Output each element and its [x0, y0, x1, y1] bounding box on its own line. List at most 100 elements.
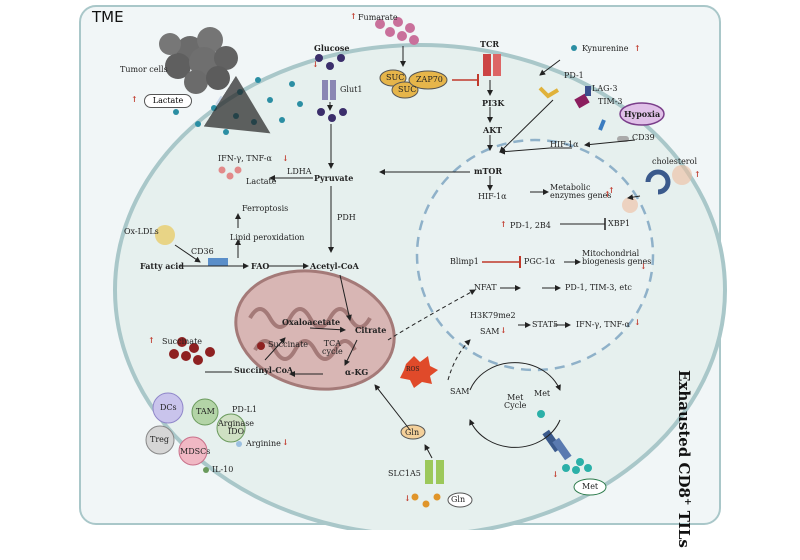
met-dots — [562, 458, 592, 474]
mtor-label: mTOR — [474, 166, 503, 176]
glucose-down-arrow: ↓ — [312, 59, 319, 69]
ox-ldl-particle — [155, 225, 175, 245]
h3k79-label: H3K79me2 — [470, 311, 516, 320]
pd1-2b4-up-arrow: ↑ — [500, 219, 507, 229]
lactate-up-arrow: ↑ — [131, 94, 138, 104]
tam-label: TAM — [196, 407, 215, 416]
gln-down-arrow: ↓ — [404, 493, 411, 503]
side-label-main: Exhausted CD8 — [675, 370, 693, 498]
met-down-arrow: ↓ — [552, 469, 559, 479]
slc1a5-label: SLC1A5 — [388, 469, 421, 478]
tam-cell — [191, 398, 219, 426]
pd1-2b4-label: PD-1, 2B4 — [510, 221, 551, 230]
cd36-label: CD36 — [191, 247, 214, 256]
lactate-label: Lactate — [246, 177, 277, 186]
arginase-label: Arginase IDO — [218, 419, 255, 436]
hif1a-nuc-label: HIF-1α — [478, 192, 507, 201]
succinate-ext-up-arrow: ↑ — [148, 335, 155, 345]
zap70-label: ZAP70 — [416, 75, 443, 84]
tim3-label: TIM-3 — [598, 97, 623, 106]
sam-label: SAM — [450, 387, 470, 396]
mito-genes-down-arrow: ↓ — [640, 261, 647, 271]
lag3-label: LAG-3 — [592, 84, 618, 93]
arginase-cell — [216, 413, 246, 443]
fao-label: FAO — [251, 261, 270, 271]
glucose-dots — [315, 54, 347, 122]
hif1a-top-label: HIF-1α — [550, 140, 579, 149]
cd39-label: CD39 — [632, 133, 655, 142]
pdl1-label: PD-L1 — [232, 405, 258, 414]
cd36-transporter — [208, 258, 228, 266]
akt-label: AKT — [483, 125, 503, 135]
arginine-label: Arginine — [246, 439, 281, 448]
lipid-perox-label: Lipid peroxidation — [230, 233, 305, 242]
xbp1-label: XBP1 — [608, 219, 631, 228]
pd1-receptor — [538, 86, 560, 99]
gln-out-label: Gln — [451, 495, 466, 504]
pyruvate-label: Pyruvate — [314, 173, 354, 183]
sam-nuc-down-arrow: ↓ — [500, 325, 507, 335]
tcr-a — [483, 54, 491, 76]
met-in-label: Met — [534, 389, 551, 398]
kynurenine-up-arrow: ↑ — [634, 43, 641, 53]
sam-nuc-label: SAM — [480, 327, 500, 336]
metabolic-genes-up-arrow: ↑ — [604, 189, 611, 199]
glut1-a — [322, 80, 328, 100]
met-out-label: Met — [582, 482, 599, 491]
dc-cell — [152, 392, 184, 424]
diagram-canvas: { "title": "TME", "side_label": "Exhaust… — [79, 5, 727, 548]
succinate-ext-label: Succinate — [162, 337, 203, 346]
cholesterol-up-arrow: ↑ — [694, 169, 701, 179]
ifn-tnf-top-down-arrow: ↓ — [282, 153, 289, 163]
diagram-graphics — [79, 5, 727, 530]
tumor-cells-label: Tumor cells — [120, 65, 168, 74]
nfat-targets-label: PD-1, TIM-3, etc — [565, 283, 632, 292]
stat5-label: STAT5 — [532, 320, 559, 329]
tcr-b — [493, 54, 501, 76]
slc1a5-a — [425, 460, 433, 484]
gln-dots — [411, 493, 441, 508]
xbp1-up-arrow: ↑ — [608, 185, 615, 195]
suc2-label: SUC — [398, 85, 417, 94]
ferroptosis-label: Ferroptosis — [242, 204, 289, 213]
suc1-label: SUC — [386, 73, 405, 82]
fumarate-label: Fumarate — [358, 13, 398, 22]
fumarate-up-arrow: ↑ — [350, 11, 357, 21]
ifn-tnf-nuc-label: IFN-γ, TNF-α — [576, 320, 630, 329]
blimp1-label: Blimp1 — [450, 257, 479, 266]
citrate-label: Citrate — [355, 325, 387, 335]
succinate-mito-label: Succinate — [268, 340, 309, 349]
ifn-tnf-top-label: IFN-γ, TNF-α — [218, 154, 272, 163]
side-label-tail: TILs — [675, 505, 693, 548]
treg-label: Treg — [150, 435, 170, 444]
mdscs-label: MDSCs — [180, 447, 211, 456]
ifn-dots — [218, 166, 242, 180]
ros-burst — [400, 356, 438, 388]
dcs-label: DCs — [160, 403, 177, 412]
tcr-label: TCR — [480, 39, 499, 49]
oxaloacetate-label: Oxaloacetate — [282, 317, 341, 327]
nucleus — [415, 138, 655, 372]
ldha-label: LDHA — [287, 167, 312, 176]
side-label: Exhausted CD8+ TILs — [675, 370, 693, 560]
mito-genes-label: Mitochondrial biogenesis genes — [582, 249, 652, 266]
glucose-label: Glucose — [314, 43, 350, 53]
pd1-membrane-label: PD-1 — [564, 71, 584, 80]
il10-label: IL-10 — [212, 465, 234, 474]
ifn-tnf-nuc-down-arrow: ↓ — [634, 317, 641, 327]
slc1a5-b — [436, 460, 444, 484]
treg-cell — [145, 425, 175, 455]
fatty-acid-label: Fatty acid — [140, 261, 184, 271]
pi3k-label: PI3K — [482, 98, 505, 108]
mitochondrion — [234, 269, 396, 391]
mdsc-cell — [178, 436, 208, 466]
akg-label: α-KG — [345, 367, 369, 377]
lactate-bubble: Lactate — [144, 94, 192, 108]
hypoxia-label: Hypoxia — [624, 109, 661, 119]
ros-label: ROS — [406, 366, 420, 373]
arginine-down-arrow: ↓ — [282, 437, 289, 447]
cholesterol-label: cholesterol — [652, 157, 697, 166]
cholesterol-particle — [622, 165, 692, 213]
tme-title: TME — [92, 8, 124, 26]
pdh-label: PDH — [337, 213, 356, 222]
